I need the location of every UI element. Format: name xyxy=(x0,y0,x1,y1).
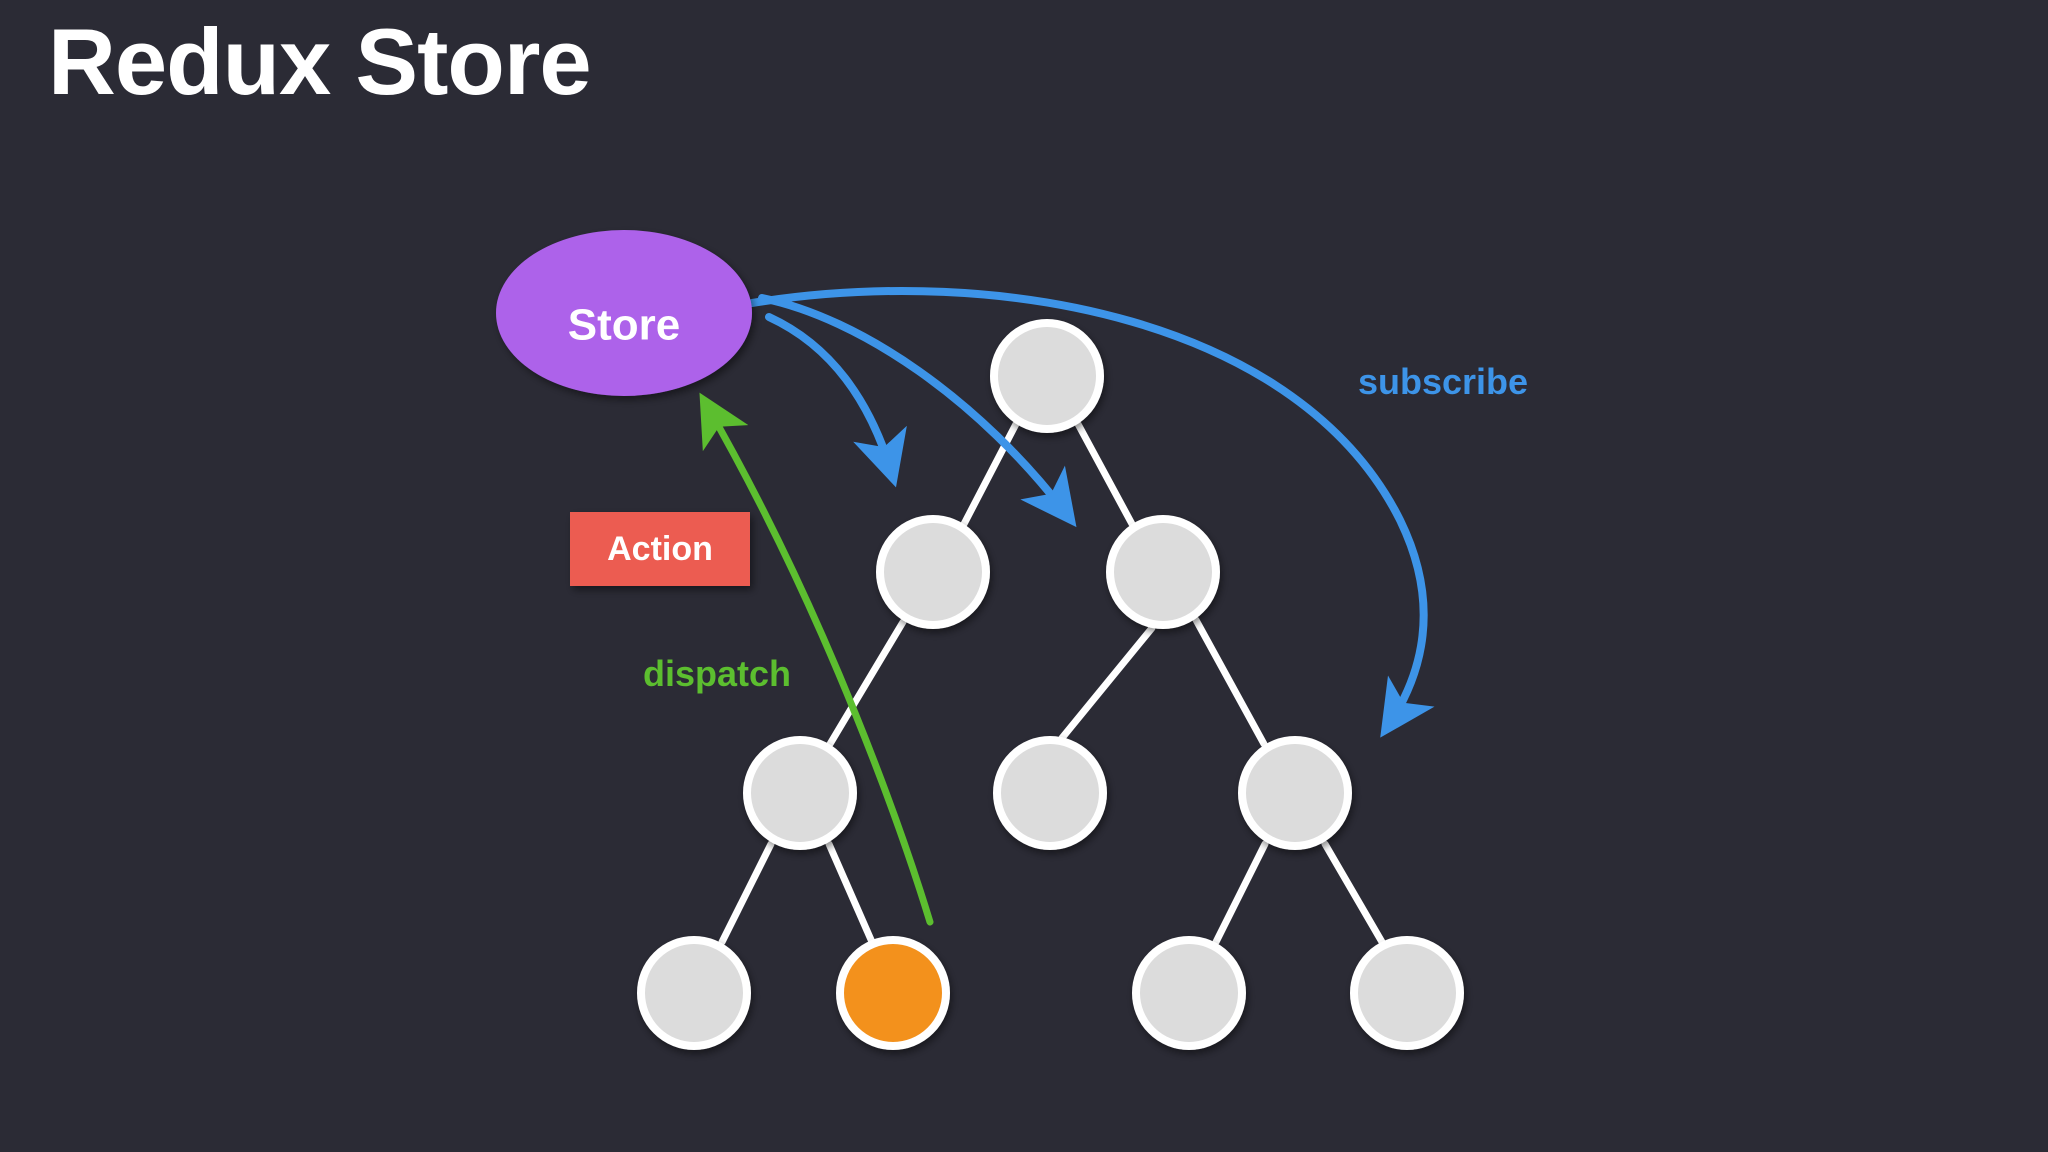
state-node[interactable] xyxy=(637,936,751,1050)
state-node[interactable] xyxy=(993,736,1107,850)
page-title: Redux Store xyxy=(48,9,592,114)
tree-edge xyxy=(826,618,907,748)
tree-edge xyxy=(960,420,1020,528)
dispatch-arrow xyxy=(699,392,934,926)
store-to-node-arrow-1 xyxy=(765,313,907,488)
state-tree-nodes xyxy=(637,319,1464,1050)
tree-edge xyxy=(1074,420,1136,528)
tree-edge xyxy=(1192,616,1268,748)
state-node[interactable] xyxy=(1238,736,1352,850)
subscribe-label: subscribe xyxy=(1358,361,1528,402)
store-to-node-arrow-2 xyxy=(758,294,1077,528)
state-node[interactable] xyxy=(743,736,857,850)
store-ellipse[interactable] xyxy=(496,230,752,396)
tree-edge xyxy=(825,840,876,946)
tree-edge xyxy=(718,840,775,946)
action-box[interactable]: Action xyxy=(570,512,750,586)
state-node[interactable] xyxy=(1132,936,1246,1050)
tree-edge xyxy=(1321,840,1386,946)
state-node[interactable] xyxy=(1106,515,1220,629)
subscribe-arrow-outer xyxy=(748,287,1435,738)
dispatch-label: dispatch xyxy=(643,653,791,694)
state-node[interactable] xyxy=(1350,936,1464,1050)
state-node-highlighted[interactable] xyxy=(836,936,950,1050)
action-label: Action xyxy=(607,530,713,568)
state-node[interactable] xyxy=(876,515,990,629)
action-rect[interactable] xyxy=(570,512,750,586)
state-node[interactable] xyxy=(990,319,1104,433)
store-node[interactable]: Store xyxy=(496,230,752,396)
store-label: Store xyxy=(568,301,680,350)
tree-edge xyxy=(1212,840,1269,946)
tree-edge xyxy=(1058,624,1156,742)
